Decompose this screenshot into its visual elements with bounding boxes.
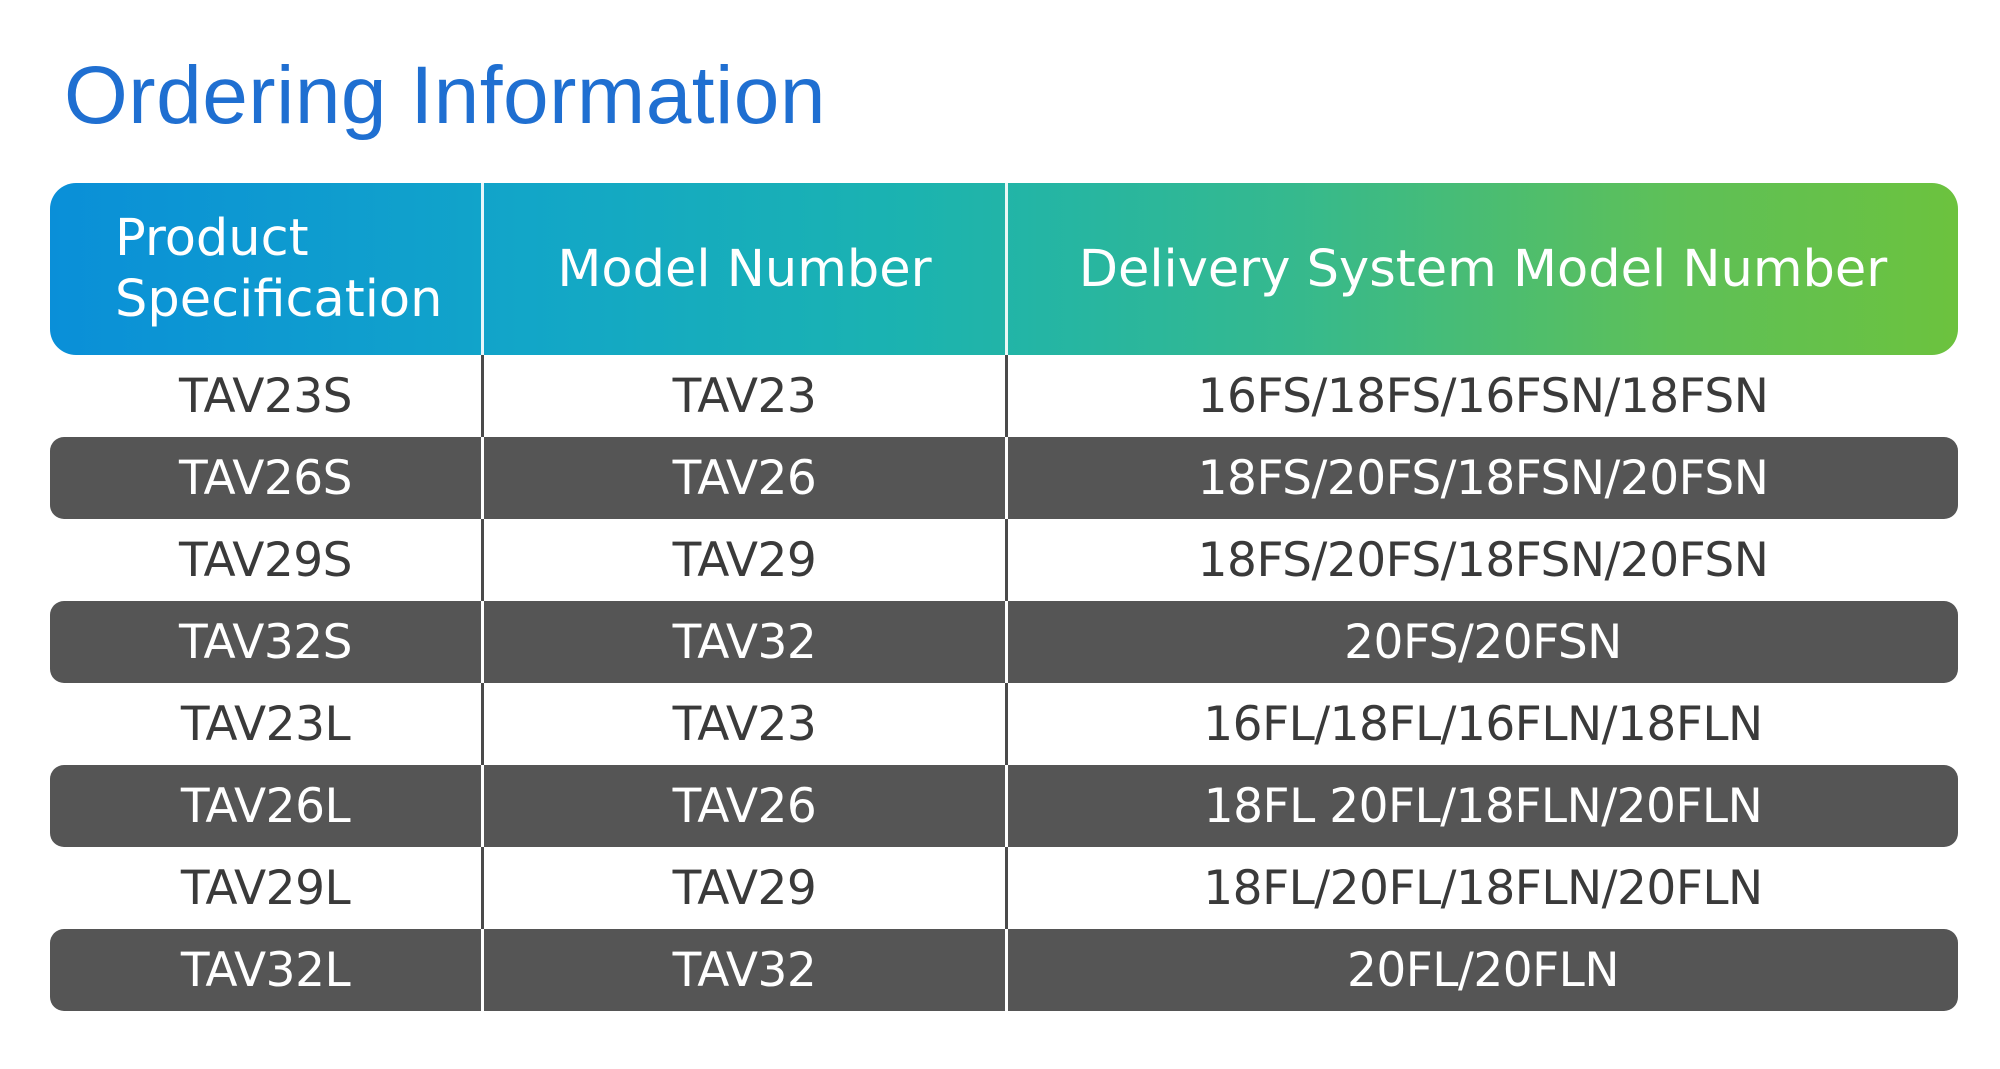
cell-model-number: TAV23 (481, 683, 1005, 765)
table-row: TAV26L TAV26 18FL 20FL/18FLN/20FLN (50, 765, 1958, 847)
table-row: TAV32L TAV32 20FL/20FLN (50, 929, 1958, 1011)
cell-model-number: TAV23 (481, 355, 1005, 437)
cell-delivery-system: 18FL/20FL/18FLN/20FLN (1005, 847, 1958, 929)
cell-product-spec: TAV29L (180, 860, 351, 916)
header-label: Model Number (557, 239, 932, 299)
cell-product-spec: TAV29S (179, 532, 353, 588)
table-row: TAV23S TAV23 16FS/18FS/16FSN/18FSN (50, 355, 1958, 437)
cell-model-number: TAV32 (481, 929, 1005, 1011)
cell-delivery-system: 18FS/20FS/18FSN/20FSN (1005, 437, 1958, 519)
page-title: Ordering Information (64, 50, 827, 141)
cell-delivery-system: 16FL/18FL/16FLN/18FLN (1005, 683, 1958, 765)
cell-delivery-system: 20FL/20FLN (1005, 929, 1958, 1011)
cell-delivery-system: 20FS/20FSN (1005, 601, 1958, 683)
cell-delivery-system: 16FS/18FS/16FSN/18FSN (1005, 355, 1958, 437)
table-header: Product Specification Model Number Deliv… (50, 183, 1958, 355)
cell-model-number: TAV26 (481, 437, 1005, 519)
cell-product-spec: TAV23L (180, 696, 351, 752)
table-row: TAV29S TAV29 18FS/20FS/18FSN/20FSN (50, 519, 1958, 601)
cell-model-number: TAV26 (481, 765, 1005, 847)
table-row: TAV26S TAV26 18FS/20FS/18FSN/20FSN (50, 437, 1958, 519)
cell-model-number: TAV32 (481, 601, 1005, 683)
ordering-table: Product Specification Model Number Deliv… (50, 183, 1958, 1011)
cell-product-spec: TAV23S (179, 368, 353, 424)
cell-model-number: TAV29 (481, 519, 1005, 601)
table-row: TAV32S TAV32 20FS/20FSN (50, 601, 1958, 683)
table-row: TAV29L TAV29 18FL/20FL/18FLN/20FLN (50, 847, 1958, 929)
header-label: Product Specification (115, 209, 443, 329)
cell-product-spec: TAV32S (179, 614, 353, 670)
header-model-number: Model Number (481, 183, 1005, 355)
cell-product-spec: TAV26S (179, 450, 353, 506)
cell-model-number: TAV29 (481, 847, 1005, 929)
header-delivery-system-model-number: Delivery System Model Number (1005, 183, 1958, 355)
cell-delivery-system: 18FL 20FL/18FLN/20FLN (1005, 765, 1958, 847)
header-label: Delivery System Model Number (1078, 239, 1888, 299)
cell-product-spec: TAV26L (180, 778, 351, 834)
cell-product-spec: TAV32L (180, 942, 351, 998)
cell-delivery-system: 18FS/20FS/18FSN/20FSN (1005, 519, 1958, 601)
table-row: TAV23L TAV23 16FL/18FL/16FLN/18FLN (50, 683, 1958, 765)
table-body: TAV23S TAV23 16FS/18FS/16FSN/18FSN TAV26… (50, 355, 1958, 1011)
header-product-specification: Product Specification (50, 183, 481, 355)
